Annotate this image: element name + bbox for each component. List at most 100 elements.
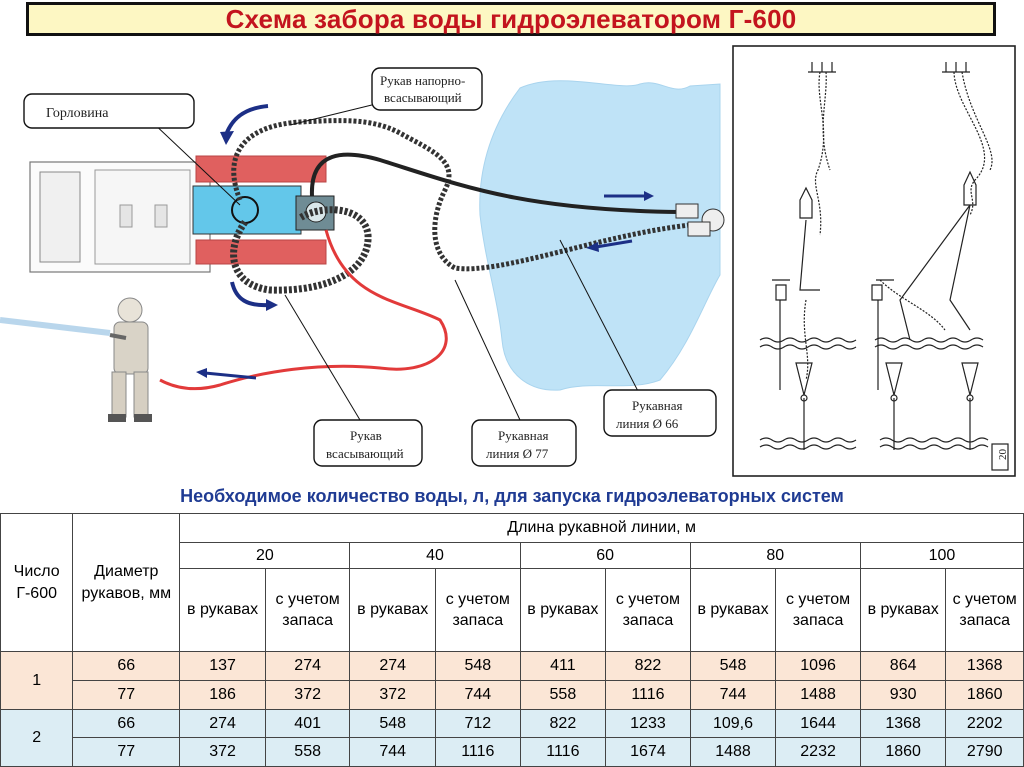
subheader-with-reserve: с учетом запаса (605, 568, 691, 653)
svg-text:линия Ø 66: линия Ø 66 (616, 416, 679, 431)
count-cell: 1 (0, 651, 74, 710)
value-cell: 930 (859, 679, 947, 710)
header-count: Число Г-600 (0, 512, 74, 653)
header-diameter: Диаметр рукавов, мм (72, 512, 181, 653)
value-cell: 372 (349, 679, 437, 710)
value-cell: 864 (859, 651, 947, 681)
value-cell: 2790 (945, 737, 1024, 767)
value-cell: 274 (264, 651, 351, 681)
value-cell: 1116 (605, 679, 691, 710)
value-cell: 1860 (859, 737, 947, 767)
value-cell: 1644 (775, 708, 861, 739)
svg-text:Рукавная: Рукавная (632, 398, 682, 413)
pressure-suction-hose (231, 118, 691, 272)
figure-number: 20 (997, 449, 1009, 461)
label-line-77: Рукавная линия Ø 77 (471, 419, 577, 467)
value-cell: 548 (689, 651, 777, 681)
header-length-value: 100 (859, 541, 1024, 570)
value-cell: 274 (349, 651, 437, 681)
value-cell: 548 (435, 651, 521, 681)
value-cell: 137 (179, 651, 266, 681)
subheader-with-reserve: с учетом запаса (264, 568, 351, 653)
value-cell: 411 (519, 651, 607, 681)
discharge-hose-red (159, 229, 448, 391)
value-cell: 401 (264, 708, 351, 739)
subheader-in-hoses: в рукавах (859, 568, 947, 653)
firefighter-figure (0, 297, 152, 422)
water-intake-diagram: Горловина Рукав напорно- всасывающий Рук… (0, 45, 1016, 477)
value-cell: 1368 (859, 708, 947, 739)
fire-truck (29, 155, 335, 273)
value-cell: 1860 (945, 679, 1024, 710)
flow-arrow-left (595, 239, 633, 249)
value-cell: 558 (264, 737, 351, 767)
value-cell: 1488 (689, 737, 777, 767)
value-cell: 558 (519, 679, 607, 710)
water-volume-table: Число Г-600 Диаметр рукавов, мм Длина ру… (0, 512, 1024, 767)
svg-text:Рукавная: Рукавная (498, 428, 548, 443)
value-cell: 1116 (435, 737, 521, 767)
subheader-in-hoses: в рукавах (179, 568, 266, 653)
label-line-66: Рукавная линия Ø 66 (603, 389, 717, 437)
value-cell: 372 (264, 679, 351, 710)
value-cell: 186 (179, 679, 266, 710)
page-title: Схема забора воды гидроэлеватором Г-600 (225, 3, 797, 34)
subheader-in-hoses: в рукавах (519, 568, 607, 653)
subheader-with-reserve: с учетом запаса (775, 568, 861, 653)
label-suction-hose: Рукав всасывающий (313, 419, 423, 467)
diameter-cell: 77 (72, 679, 181, 710)
header-length-value: 80 (689, 541, 861, 570)
value-cell: 1233 (605, 708, 691, 739)
label-neck-text: Горловина (46, 106, 109, 121)
hydroelevator (675, 203, 725, 237)
flow-arrow-top (224, 104, 269, 136)
header-length-value: 40 (349, 541, 521, 570)
value-cell: 1116 (519, 737, 607, 767)
diameter-cell: 66 (72, 651, 181, 681)
svg-text:Рукав: Рукав (350, 428, 382, 443)
svg-text:линия Ø 77: линия Ø 77 (486, 446, 549, 461)
value-cell: 1488 (775, 679, 861, 710)
svg-text:Рукав напорно-: Рукав напорно- (380, 73, 465, 88)
diameter-cell: 66 (72, 708, 181, 739)
value-cell: 744 (435, 679, 521, 710)
value-cell: 372 (179, 737, 266, 767)
flow-arrow-red-hose (204, 371, 257, 380)
title-banner: Схема забора воды гидроэлеватором Г-600 (26, 2, 996, 36)
flow-arrow-bottom (230, 281, 269, 308)
value-cell: 1674 (605, 737, 691, 767)
water-body (479, 80, 721, 391)
value-cell: 548 (349, 708, 437, 739)
header-length-value: 20 (179, 541, 351, 570)
value-cell: 1368 (945, 651, 1024, 681)
value-cell: 822 (519, 708, 607, 739)
svg-text:всасывающий: всасывающий (384, 90, 462, 105)
subheader-with-reserve: с учетом запаса (945, 568, 1024, 653)
value-cell: 712 (435, 708, 521, 739)
value-cell: 744 (689, 679, 777, 710)
hydraulic-schematic (732, 45, 1016, 477)
header-length-value: 60 (519, 541, 691, 570)
subheader-in-hoses: в рукавах (689, 568, 777, 653)
value-cell: 274 (179, 708, 266, 739)
diameter-cell: 77 (72, 737, 181, 767)
count-cell: 2 (0, 708, 74, 767)
value-cell: 2232 (775, 737, 861, 767)
value-cell: 109,6 (689, 708, 777, 739)
suction-hose-loop (230, 206, 372, 294)
subheader-with-reserve: с учетом запаса (435, 568, 521, 653)
label-pressure-suction-hose: Рукав напорно- всасывающий (371, 67, 483, 111)
pressure-line-66 (309, 152, 681, 214)
subheader-in-hoses: в рукавах (349, 568, 437, 653)
header-length: Длина рукавной линии, м (179, 513, 1024, 543)
value-cell: 1096 (775, 651, 861, 681)
label-neck: Горловина (23, 93, 195, 129)
value-cell: 822 (605, 651, 691, 681)
table-subtitle: Необходимое количество воды, л, для запу… (180, 486, 844, 506)
svg-text:всасывающий: всасывающий (326, 446, 404, 461)
value-cell: 744 (349, 737, 437, 767)
